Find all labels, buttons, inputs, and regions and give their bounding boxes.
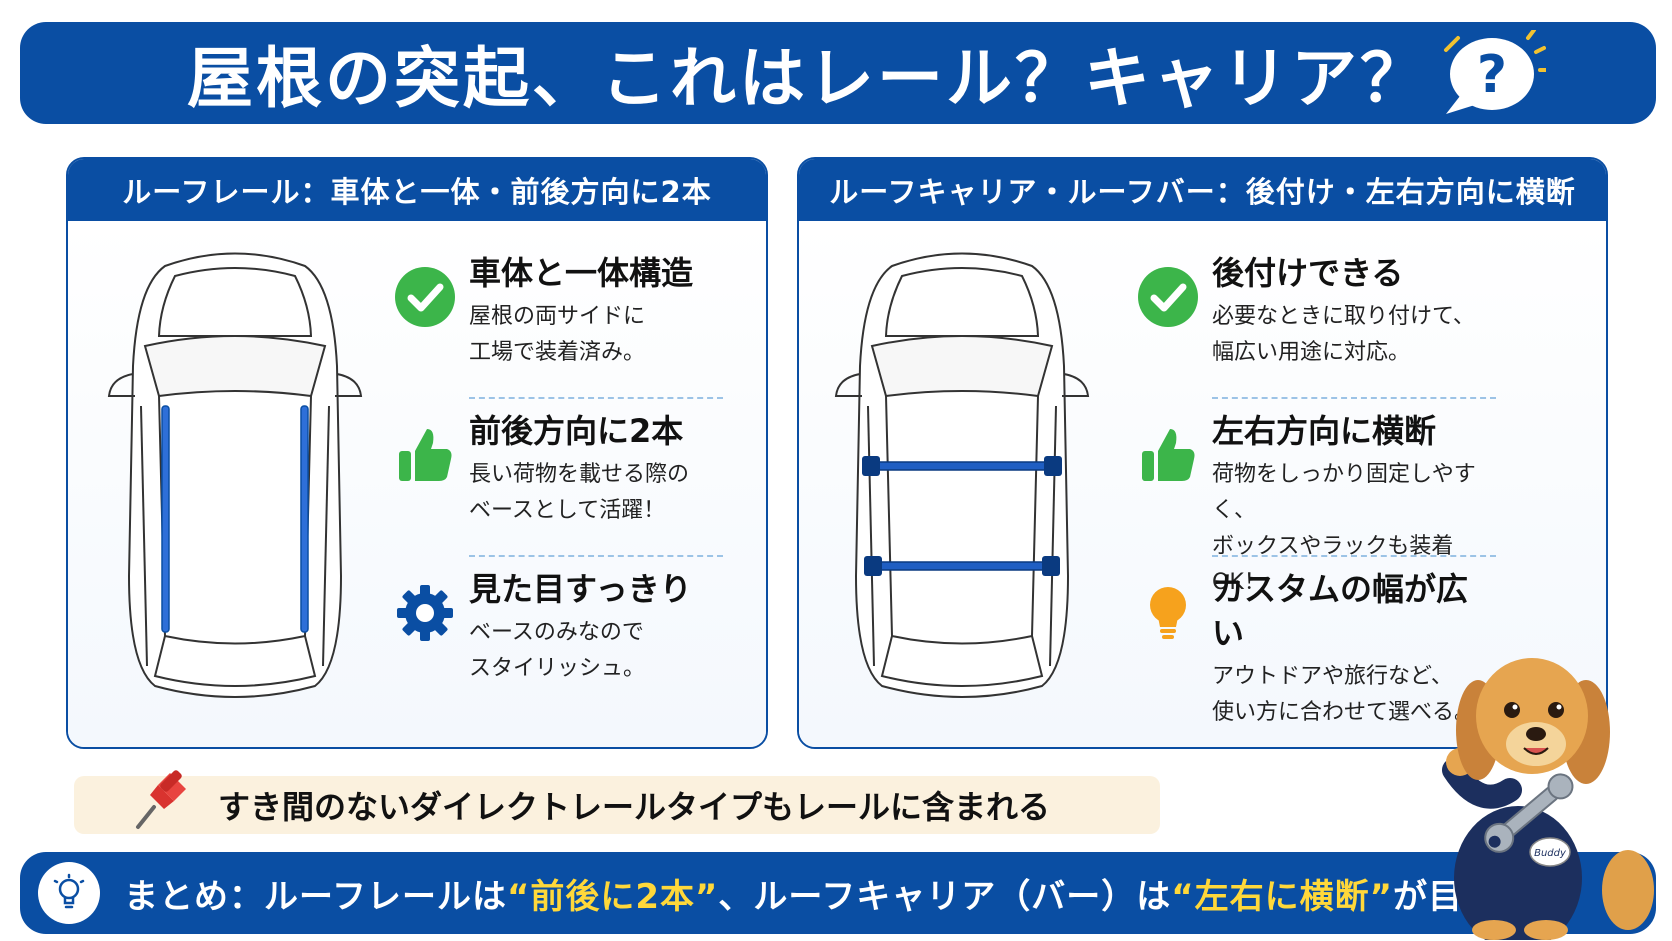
pushpin-icon — [136, 770, 186, 829]
feature-title: 車体と一体構造 — [469, 254, 694, 292]
car-with-rails-illustration — [107, 252, 363, 698]
feature-desc-line2: ベースとして活躍！ — [469, 498, 666, 523]
feature-title: 前後方向に2本 — [469, 412, 684, 450]
feature-desc-line1: ベースのみなので — [469, 620, 644, 645]
roof-rail-header: ルーフレール：車体と一体・前後方向に2本 — [68, 159, 766, 221]
mascot-badge-text: Buddy — [1534, 848, 1567, 859]
feature-title: 左右方向に横断 — [1212, 412, 1437, 450]
divider — [1212, 555, 1496, 557]
note-strip: すき間のないダイレクトレールタイプもレールに含まれる — [74, 770, 1160, 834]
feature-title: 見た目すっきり — [469, 570, 692, 608]
feature-item: 前後方向に2本 長い荷物を載せる際の ベースとして活躍！ — [393, 409, 723, 567]
feature-desc-line2: スタイリッシュ。 — [469, 656, 646, 681]
feature-desc-line1: 屋根の両サイドに — [469, 304, 646, 329]
feature-item: 車体と一体構造 屋根の両サイドに 工場で装着済み。 — [393, 251, 723, 409]
gear-icon — [397, 585, 453, 641]
summary-text: まとめ：ルーフレールは“前後に2本”、ルーフキャリア（バー）は“左右に横断”が目… — [124, 869, 1533, 918]
feature-item: 左右方向に横断 荷物をしっかり固定しやすく、 ボックスやラックも装着OK！ — [1136, 409, 1496, 595]
dog-mechanic-mascot: Buddy — [1442, 658, 1654, 940]
check-icon — [1138, 267, 1198, 327]
page-title: 屋根の突起、これはレール？キャリア？ — [187, 40, 1429, 117]
right-rail — [300, 405, 309, 633]
roof-carrier-body: 後付けできる 必要なときに取り付けて、 幅広い用途に対応。 左右方向に横断 荷物… — [799, 221, 1606, 747]
divider — [469, 397, 723, 399]
feature-desc-line1: 必要なときに取り付けて、 — [1212, 304, 1475, 329]
feature-title: カスタムの幅が広い — [1212, 570, 1469, 652]
thumbs-up-icon — [1142, 429, 1195, 481]
thumbs-up-icon — [399, 429, 452, 481]
feature-desc-line2: ボックスやラックも装着OK！ — [1212, 534, 1454, 595]
summary-middle: 、ルーフキャリア（バー）は — [718, 876, 1172, 917]
left-rail — [161, 405, 170, 633]
lightbulb-icon — [53, 873, 85, 909]
crossbar-rear — [864, 556, 1060, 576]
feature-desc-line1: 長い荷物を載せる際の — [469, 462, 690, 487]
summary-prefix: まとめ：ルーフレールは — [124, 876, 507, 917]
feature-desc-line2: 使い方に合わせて選べる。 — [1212, 700, 1477, 725]
feature-item: カスタムの幅が広い アウトドアや旅行など、 使い方に合わせて選べる。 — [1136, 567, 1496, 725]
summary-highlight-carrier: “左右に横断” — [1171, 876, 1393, 917]
roof-carrier-header: ルーフキャリア・ルーフバー：後付け・左右方向に横断 — [799, 159, 1606, 221]
feature-desc-line2: 工場で装着済み。 — [469, 340, 646, 365]
summary-highlight-rail: “前後に2本” — [506, 876, 719, 917]
title-banner: 屋根の突起、これはレール？キャリア？ — [20, 22, 1656, 124]
car-with-crossbars-illustration — [834, 252, 1090, 698]
roof-carrier-panel: ルーフキャリア・ルーフバー：後付け・左右方向に横断 — [797, 157, 1608, 749]
crossbar-front — [862, 456, 1062, 476]
divider — [469, 555, 723, 557]
lightbulb-icon — [1150, 587, 1186, 639]
roof-rail-features: 車体と一体構造 屋根の両サイドに 工場で装着済み。 前後方向に2本 長い荷物を載… — [393, 251, 723, 725]
roof-carrier-features: 後付けできる 必要なときに取り付けて、 幅広い用途に対応。 左右方向に横断 荷物… — [1136, 251, 1496, 725]
note-text: すき間のないダイレクトレールタイプもレールに含まれる — [218, 788, 1051, 826]
roof-rail-panel: ルーフレール：車体と一体・前後方向に2本 — [66, 157, 768, 749]
summary-bulb-badge — [38, 862, 100, 924]
feature-desc-line1: アウトドアや旅行など、 — [1212, 664, 1453, 689]
feature-desc-line1: 荷物をしっかり固定しやすく、 — [1212, 462, 1476, 523]
divider — [1212, 397, 1496, 399]
feature-desc-line2: 幅広い用途に対応。 — [1212, 340, 1411, 365]
feature-item: 後付けできる 必要なときに取り付けて、 幅広い用途に対応。 — [1136, 251, 1496, 409]
feature-title: 後付けできる — [1212, 254, 1404, 292]
check-icon — [395, 267, 455, 327]
feature-item: 見た目すっきり ベースのみなので スタイリッシュ。 — [393, 567, 723, 725]
svg-text:?: ? — [1477, 45, 1507, 105]
question-bubble-icon: ? — [1444, 30, 1546, 114]
roof-rail-body: 車体と一体構造 屋根の両サイドに 工場で装着済み。 前後方向に2本 長い荷物を載… — [68, 221, 766, 747]
